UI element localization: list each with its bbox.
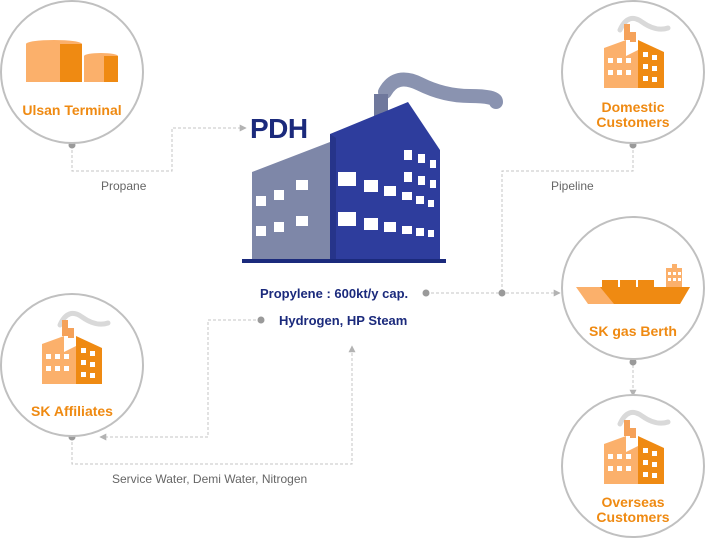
- storage-tanks-icon: [26, 40, 118, 82]
- sk-affiliates-label: SK Affiliates: [31, 403, 113, 419]
- utilities-edge-label: Service Water, Demi Water, Nitrogen: [112, 472, 308, 486]
- overseas-label-line2: Customers: [596, 509, 670, 525]
- connector-lines: [71, 124, 637, 465]
- domestic-label-line2: Customers: [596, 114, 670, 130]
- domestic-customers-label: Domestic Customers: [583, 100, 683, 129]
- domestic-label-line1: Domestic: [601, 99, 665, 115]
- factory-icon: [604, 409, 671, 484]
- propane-edge-label: Propane: [101, 179, 147, 193]
- pdh-title: PDH: [250, 113, 308, 144]
- pdh-factory-icon: [242, 72, 503, 263]
- pipeline-edge-label: Pipeline: [551, 179, 594, 193]
- overseas-label-line1: Overseas: [601, 494, 665, 510]
- overseas-customers-label: Overseas Customers: [583, 495, 683, 524]
- ulsan-terminal-label: Ulsan Terminal: [22, 102, 122, 118]
- ship-icon: [576, 264, 690, 304]
- hydrogen-output: Hydrogen, HP Steam: [279, 313, 408, 328]
- factory-icon: [604, 15, 671, 88]
- factory-icon: [42, 310, 111, 384]
- propylene-output: Propylene : 600kt/y cap.: [260, 286, 409, 301]
- sk-gas-berth-label: SK gas Berth: [589, 323, 677, 339]
